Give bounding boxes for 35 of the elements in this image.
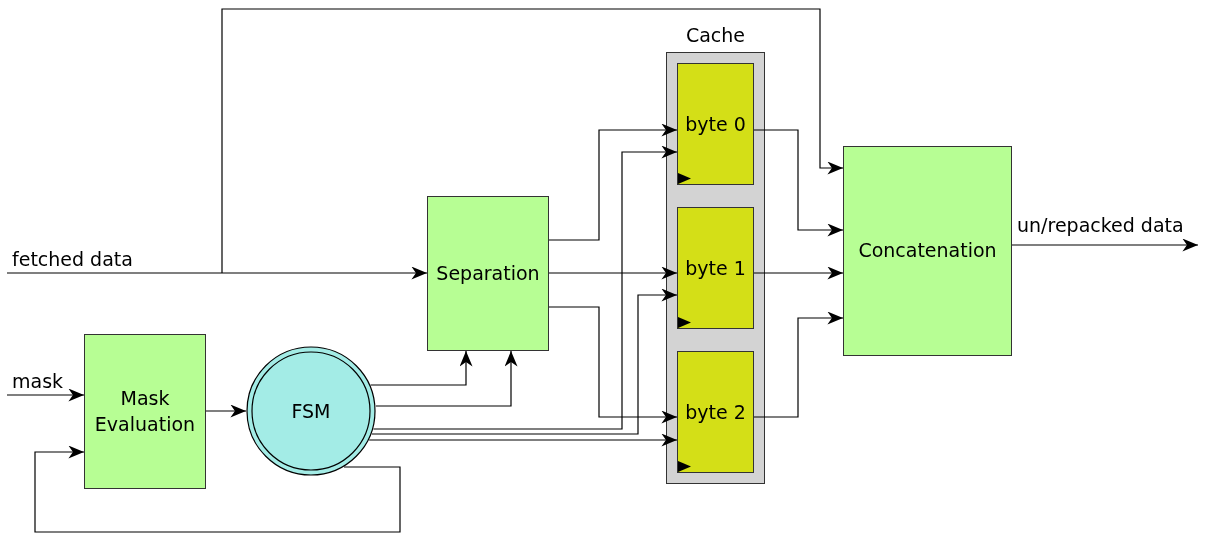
arrow — [548, 123, 678, 241]
panel-heading: Cache — [684, 23, 747, 48]
edge-label: un/repacked data — [1017, 216, 1184, 235]
process-box — [84, 334, 206, 489]
state-label: FSM — [291, 398, 331, 424]
arrow — [1011, 238, 1199, 252]
register-label: byte 2 — [685, 399, 746, 425]
arrow — [548, 306, 678, 424]
arrow — [369, 350, 473, 386]
arrow — [753, 129, 844, 237]
process-box — [843, 146, 1012, 356]
register-label: byte 0 — [685, 111, 746, 137]
arrow — [221, 8, 844, 274]
edge-label: fetched data — [12, 250, 133, 269]
register-box — [677, 351, 754, 473]
register-box — [677, 207, 754, 329]
arrow — [6, 266, 428, 280]
arrow — [753, 311, 844, 418]
register-box — [677, 63, 754, 185]
state-circle — [246, 346, 376, 476]
register-label: byte 1 — [685, 255, 746, 281]
arrow — [548, 266, 678, 280]
process-box — [427, 196, 549, 351]
arrow — [6, 388, 85, 402]
arrow — [375, 350, 518, 407]
process-label: Separation — [436, 260, 540, 286]
arrow — [372, 145, 678, 430]
arrow — [371, 288, 678, 435]
arrow — [34, 445, 401, 533]
arrow — [205, 404, 247, 418]
edge-label: mask — [12, 372, 64, 391]
arrow — [753, 266, 844, 280]
process-label: Concatenation — [858, 238, 997, 264]
arrow — [368, 433, 678, 447]
process-label: Mask Evaluation — [93, 385, 197, 437]
